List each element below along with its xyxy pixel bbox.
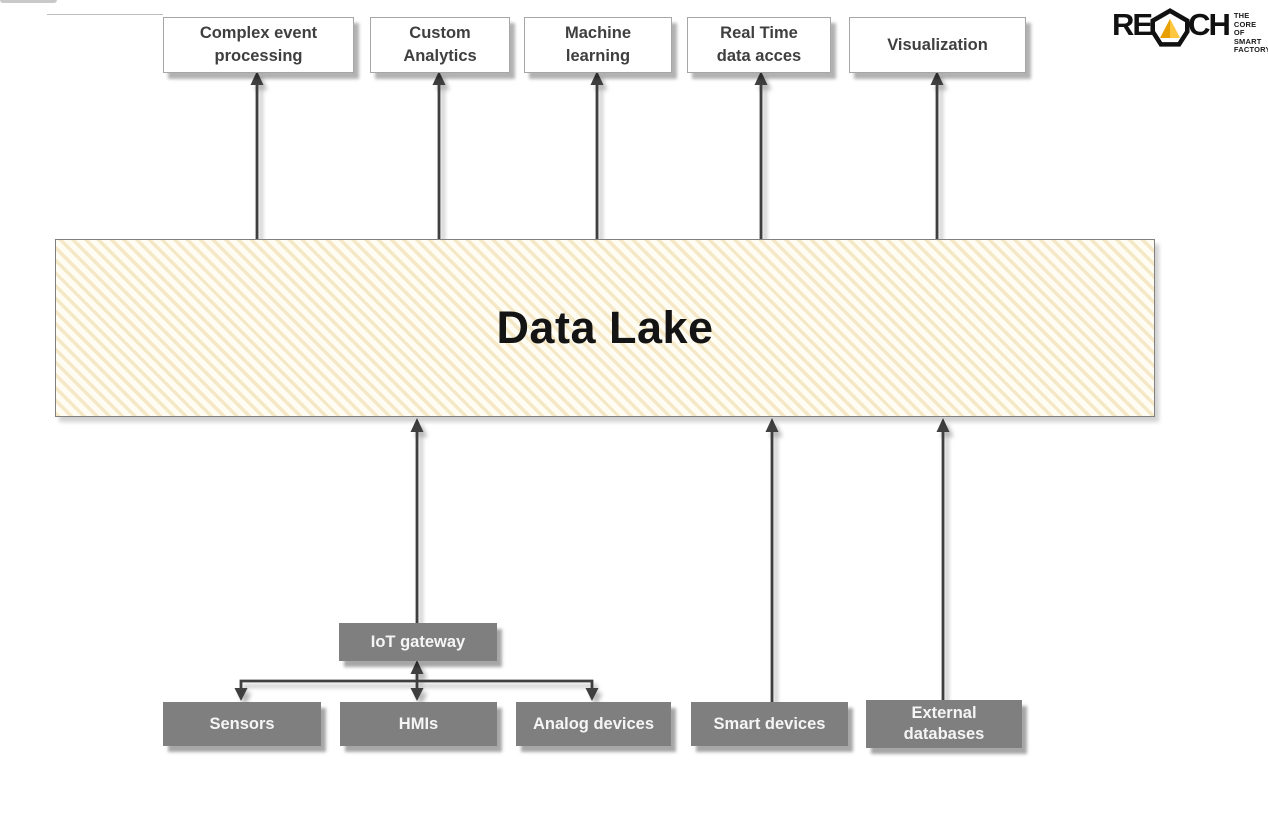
box-custom-analytics: Custom Analytics	[370, 17, 510, 73]
arrow-smart-devices-to-lake	[765, 418, 779, 702]
box-label: Complex event processing	[199, 24, 318, 65]
logo-text-ch: CH	[1188, 7, 1231, 42]
arrow-lake-to-complex-event-processing	[250, 71, 264, 239]
box-data-lake: Data Lake	[55, 239, 1155, 417]
box-machine-learning: Machine learning	[524, 17, 672, 73]
box-label: Smart devices	[713, 714, 826, 733]
box-label: Analog devices	[532, 714, 655, 733]
arrow-lake-to-custom-analytics	[432, 71, 446, 239]
arrow-gateway-hmis-bidirectional	[410, 660, 424, 701]
box-iot-gateway: IoT gateway	[339, 623, 497, 661]
box-external-databases: External databases	[866, 700, 1022, 748]
logo-tagline-line: THE CORE	[1233, 11, 1257, 29]
logo-text-re: RE	[1112, 7, 1153, 42]
box-label: Custom Analytics	[403, 24, 477, 65]
box-visualization: Visualization	[849, 17, 1026, 73]
branch-line-sensors-analog	[234, 679, 599, 701]
box-real-time-data-access: Real Time data acces	[687, 17, 831, 73]
logo-hexagon-icon	[1150, 8, 1190, 47]
arrow-lake-to-visualization	[930, 71, 944, 239]
reach-logo: RE CH THE CORE OF SMART FACTORY	[1112, 6, 1268, 55]
arrow-lake-to-real-time-data-access	[754, 71, 768, 239]
logo-tagline-line: FACTORY	[1233, 45, 1268, 54]
logo-tagline-line: OF SMART	[1233, 28, 1262, 46]
box-label: HMIs	[398, 714, 439, 733]
arrow-lake-to-machine-learning	[590, 71, 604, 239]
box-hmis: HMIs	[340, 702, 497, 746]
box-label: External databases	[903, 704, 985, 743]
slide-edge-line	[47, 14, 163, 15]
box-label: Visualization	[887, 35, 988, 54]
box-smart-devices: Smart devices	[691, 702, 848, 746]
reach-logo-wordmark: RE CH	[1112, 6, 1231, 48]
arrow-external-databases-to-lake	[936, 418, 950, 700]
box-label: IoT gateway	[370, 632, 466, 651]
data-lake-title: Data Lake	[496, 302, 714, 353]
box-label: Machine learning	[564, 24, 632, 65]
logo-tagline: THE CORE OF SMART FACTORY	[1233, 11, 1268, 55]
box-label: Sensors	[209, 714, 275, 733]
box-complex-event-processing: Complex event processing	[163, 17, 354, 73]
box-analog-devices: Analog devices	[516, 702, 671, 746]
box-sensors: Sensors	[163, 702, 321, 746]
arrow-gateway-to-lake	[410, 418, 424, 623]
slide-edge-artifact	[0, 0, 57, 3]
box-label: Real Time data acces	[716, 24, 802, 65]
